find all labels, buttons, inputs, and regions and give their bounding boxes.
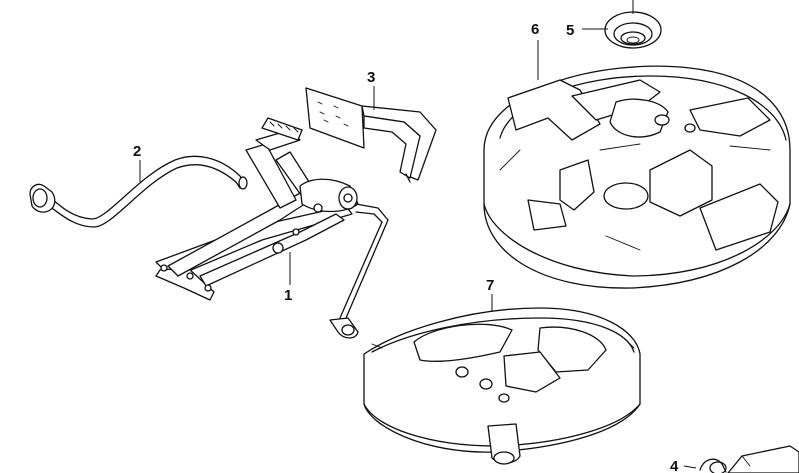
callouts: 2 1 3 5 6 7 4 <box>133 21 679 473</box>
grommet <box>604 11 662 49</box>
tool-set <box>699 445 799 473</box>
scissor-jack <box>155 117 389 339</box>
callout-grommet: 5 <box>566 22 574 39</box>
callout-spare-wheel-tray-upper: 6 <box>531 21 539 38</box>
callout-spare-wheel-tray-lower: 7 <box>486 277 494 294</box>
jack-bracket <box>305 87 437 183</box>
callout-jack: 1 <box>284 287 292 304</box>
spare-wheel-tray-lower <box>363 307 641 465</box>
callout-crank-handle: 2 <box>133 143 141 160</box>
spare-wheel-tray-upper <box>483 65 791 289</box>
callout-jack-bracket: 3 <box>367 69 375 86</box>
crank-handle <box>29 155 248 228</box>
callout-tool-set: 4 <box>670 458 679 473</box>
leader-lines <box>139 0 697 469</box>
